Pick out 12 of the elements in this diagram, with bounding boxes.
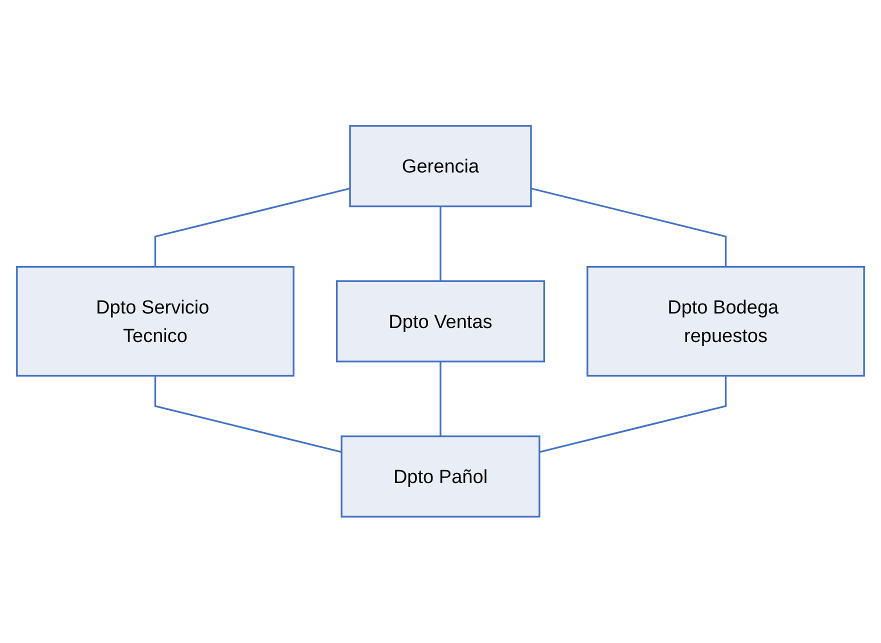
node-box [336, 280, 546, 363]
org-chart: Gerencia Dpto Ventas Dpto Servicio Tecnico Dpto Bodega repuestos Dpto Pañol [10, 119, 871, 524]
connector [154, 376, 342, 454]
connector [154, 188, 350, 268]
node-box [340, 436, 540, 518]
connector [440, 206, 442, 282]
node-box [349, 125, 532, 208]
node-box [16, 266, 294, 377]
node-box [586, 266, 865, 377]
connector [539, 376, 727, 454]
connector [440, 362, 442, 436]
connector [530, 188, 727, 268]
